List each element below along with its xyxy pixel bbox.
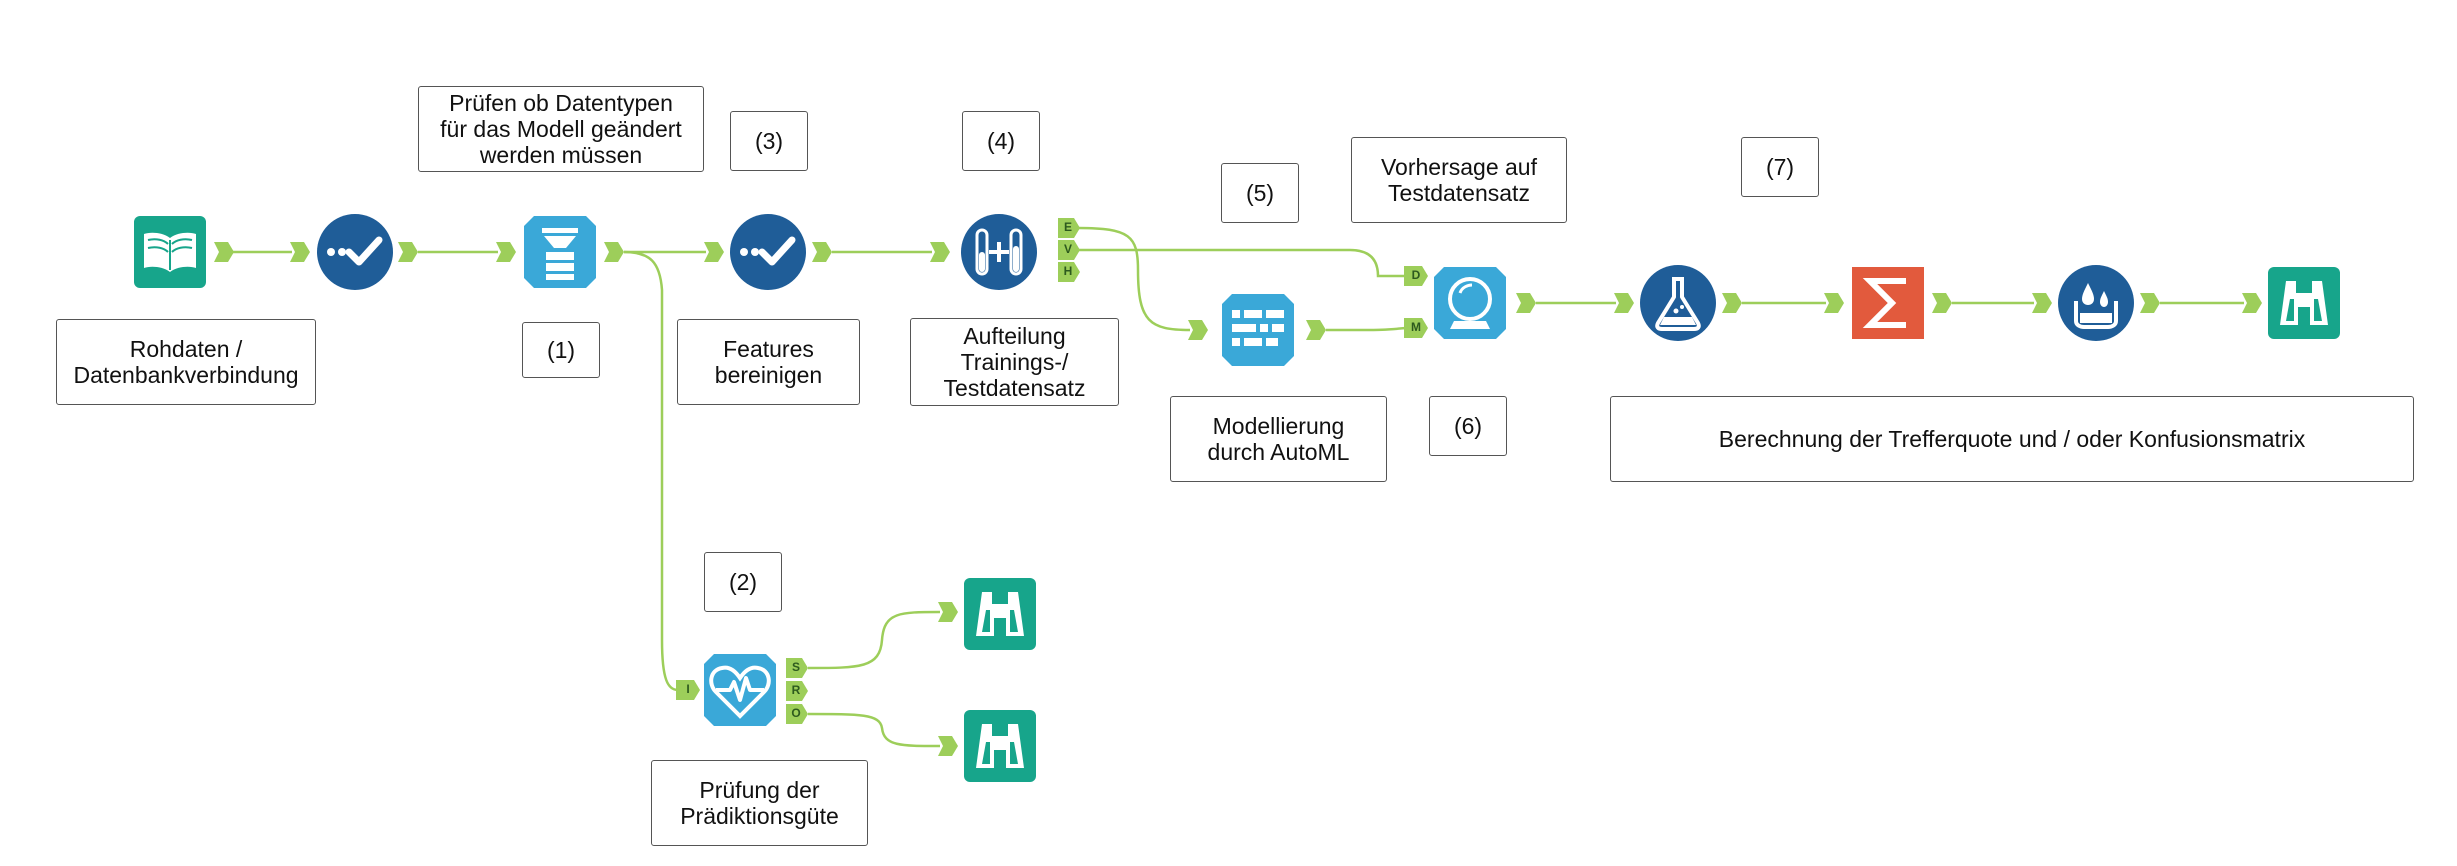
port-label-d: D	[1411, 268, 1421, 282]
anchor-out-fieldinfo[interactable]	[604, 242, 624, 262]
anchor-out-split-v[interactable]	[1058, 240, 1080, 260]
binoculars-icon	[964, 578, 1036, 650]
comment-features: Features bereinigen	[677, 319, 860, 405]
anchor-in-browse-s[interactable]	[938, 602, 958, 622]
comment-step-7: (7)	[1741, 137, 1819, 197]
comment-berechnung: Berechnung der Trefferquote und / oder K…	[1610, 396, 2414, 482]
connection-health-o-browse	[807, 712, 941, 748]
anchor-in-browse-o[interactable]	[938, 736, 958, 756]
port-label-v: V	[1063, 242, 1072, 256]
model-health-tool[interactable]	[700, 650, 780, 730]
port-label-m: M	[1411, 320, 1421, 334]
data-cleansing-icon	[2058, 265, 2134, 341]
browse-tool-final[interactable]	[2264, 263, 2344, 343]
formula-tool[interactable]	[1638, 263, 1718, 343]
create-samples-tool[interactable]	[959, 212, 1039, 292]
anchor-out-select1[interactable]	[398, 242, 418, 262]
anchor-in-select1[interactable]	[290, 242, 310, 262]
anchor-in-predict-d[interactable]	[1404, 266, 1428, 286]
anchor-in-predict-m[interactable]	[1404, 318, 1428, 338]
connection-automl-predict	[1326, 326, 1407, 332]
summarize-tool[interactable]	[1848, 263, 1928, 343]
anchor-out-automl[interactable]	[1306, 320, 1326, 340]
anchor-out-health-r[interactable]	[786, 681, 808, 701]
anchor-out-health-o[interactable]	[786, 704, 808, 724]
port-label-r: R	[791, 683, 801, 697]
automl-icon	[1222, 294, 1294, 366]
automl-tool[interactable]	[1218, 290, 1298, 370]
anchor-out-health-s[interactable]	[786, 658, 808, 678]
comment-step-1: (1)	[522, 322, 600, 378]
comment-step-3: (3)	[730, 111, 808, 171]
browse-tool-o[interactable]	[960, 706, 1040, 786]
port-label-o: O	[791, 706, 801, 720]
port-label-s: S	[791, 660, 800, 674]
binoculars-icon	[2268, 267, 2340, 339]
checkmark-dots-icon	[317, 214, 393, 290]
connection-fieldinfo-health	[623, 250, 679, 692]
book-icon	[134, 216, 206, 288]
binoculars-icon	[964, 710, 1036, 782]
input-data-tool[interactable]	[130, 212, 210, 292]
test-tubes-plus-icon	[961, 214, 1037, 290]
anchor-out-summarize[interactable]	[1932, 293, 1952, 313]
comment-rohdaten: Rohdaten / Datenbankverbindung	[56, 319, 316, 405]
port-label-i: I	[686, 682, 690, 696]
connections	[232, 226, 2244, 748]
select-tool-1[interactable]	[315, 212, 395, 292]
select-tool-2[interactable]	[728, 212, 808, 292]
anchor-in-automl[interactable]	[1188, 320, 1208, 340]
anchor-out-split-h[interactable]	[1058, 262, 1080, 282]
field-info-tool[interactable]	[520, 212, 600, 292]
comment-pruefen: Prüfen ob Datentypen für das Modell geän…	[418, 86, 704, 172]
comment-pruefung: Prüfung der Prädiktionsgüte	[651, 760, 868, 846]
comment-vorhersage: Vorhersage auf Testdatensatz	[1351, 137, 1567, 223]
anchor-out-select2[interactable]	[812, 242, 832, 262]
comment-step-4: (4)	[962, 111, 1040, 171]
anchor-in-cleanse[interactable]	[2032, 293, 2052, 313]
connection-split-v-predict	[1078, 248, 1406, 278]
anchor-out-formula[interactable]	[1722, 293, 1742, 313]
connection-split-e-automl	[1077, 226, 1191, 332]
port-label-h: H	[1063, 264, 1073, 278]
anchor-in-select2[interactable]	[704, 242, 724, 262]
anchor-in-split[interactable]	[930, 242, 950, 262]
comment-step-2: (2)	[704, 552, 782, 612]
anchor-in-summarize[interactable]	[1824, 293, 1844, 313]
anchor-out-input[interactable]	[214, 242, 234, 262]
heart-pulse-icon	[704, 654, 776, 726]
comment-aufteilung: Aufteilung Trainings-/ Testdatensatz	[910, 318, 1119, 406]
anchor-in-fieldinfo[interactable]	[496, 242, 516, 262]
connection-health-s-browse	[807, 610, 941, 670]
data-cleansing-tool[interactable]	[2056, 263, 2136, 343]
comment-step-6: (6)	[1429, 396, 1507, 456]
anchor-out-cleanse[interactable]	[2140, 293, 2160, 313]
port-label-e: E	[1063, 220, 1072, 234]
anchor-in-formula[interactable]	[1614, 293, 1634, 313]
comment-modellierung: Modellierung durch AutoML	[1170, 396, 1387, 482]
sigma-icon	[1852, 267, 1924, 339]
score-tool[interactable]	[1430, 263, 1510, 343]
comment-step-5: (5)	[1221, 163, 1299, 223]
anchor-in-health-i[interactable]	[676, 680, 700, 700]
field-info-icon	[524, 216, 596, 288]
flask-icon	[1640, 265, 1716, 341]
anchors	[214, 218, 2262, 756]
browse-tool-s[interactable]	[960, 574, 1040, 654]
crystal-ball-icon	[1434, 267, 1506, 339]
checkmark-dots-icon	[730, 214, 806, 290]
anchor-out-split-e[interactable]	[1058, 218, 1080, 238]
anchor-in-browse-final[interactable]	[2242, 293, 2262, 313]
anchor-out-predict[interactable]	[1516, 293, 1536, 313]
